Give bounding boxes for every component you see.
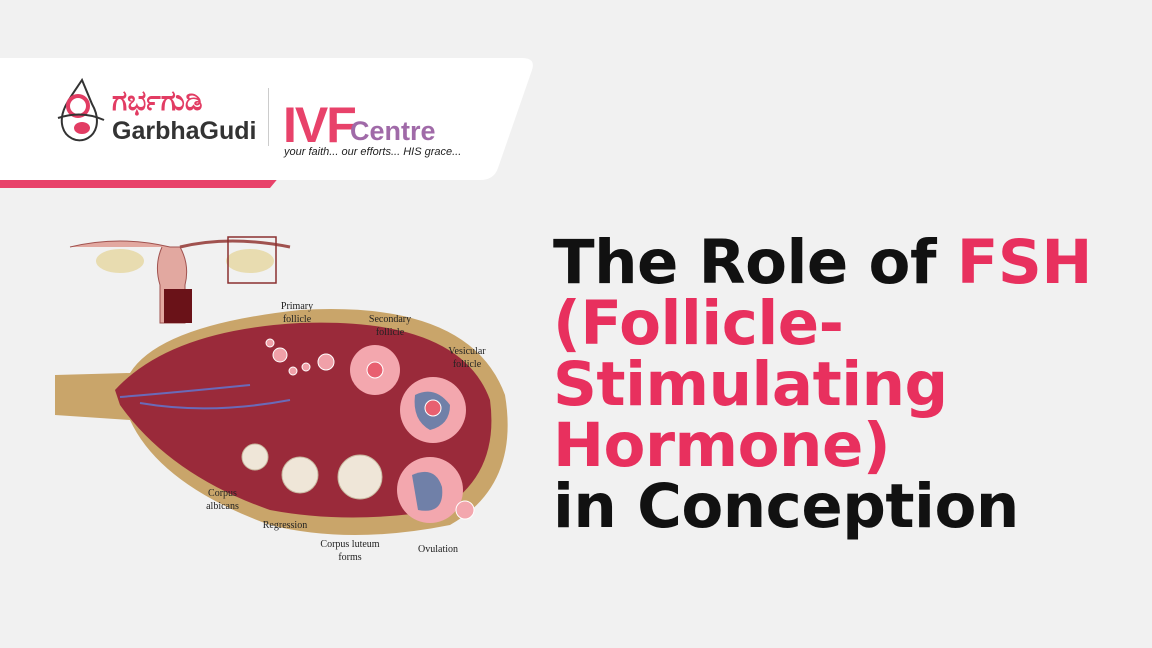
label-regression: Regression bbox=[262, 520, 308, 531]
header-banner bbox=[0, 58, 533, 188]
garbhagudi-emblem-icon bbox=[57, 77, 105, 142]
logo-divider bbox=[268, 88, 269, 146]
title-line-3: Stimulating bbox=[553, 349, 948, 420]
label-corpus-albicans: Corpus albicans bbox=[206, 488, 239, 512]
ovary-diagram: Primary follicle Secondary follicle Vesi… bbox=[50, 225, 520, 575]
title-line-4: Hormone) bbox=[553, 410, 891, 481]
brand-kannada-name: ಗರ್ಭಗುಡಿ bbox=[112, 84, 203, 117]
brand-name: GarbhaGudi bbox=[112, 117, 257, 145]
label-primary-follicle: Primary follicle bbox=[280, 301, 314, 325]
brand-tagline: your faith... our efforts... HIS grace..… bbox=[284, 146, 462, 158]
label-secondary-follicle: Secondary follicle bbox=[368, 314, 412, 338]
label-vesicular-follicle: Vesicular follicle bbox=[448, 346, 486, 370]
label-ovulation: Ovulation bbox=[418, 544, 458, 555]
title-line-2: (Follicle- bbox=[553, 288, 844, 359]
page-title: The Role of FSH (Follicle- Stimulating H… bbox=[553, 232, 1092, 537]
title-highlight-fsh: FSH bbox=[956, 227, 1093, 298]
label-corpus-luteum: Corpus luteum forms bbox=[320, 539, 380, 563]
ovary-illustration bbox=[55, 236, 508, 535]
brand-ivf: IVF bbox=[283, 97, 357, 153]
title-line-1: The Role of bbox=[553, 227, 957, 298]
title-line-5: in Conception bbox=[553, 471, 1019, 542]
brand-centre: Centre bbox=[350, 116, 436, 146]
